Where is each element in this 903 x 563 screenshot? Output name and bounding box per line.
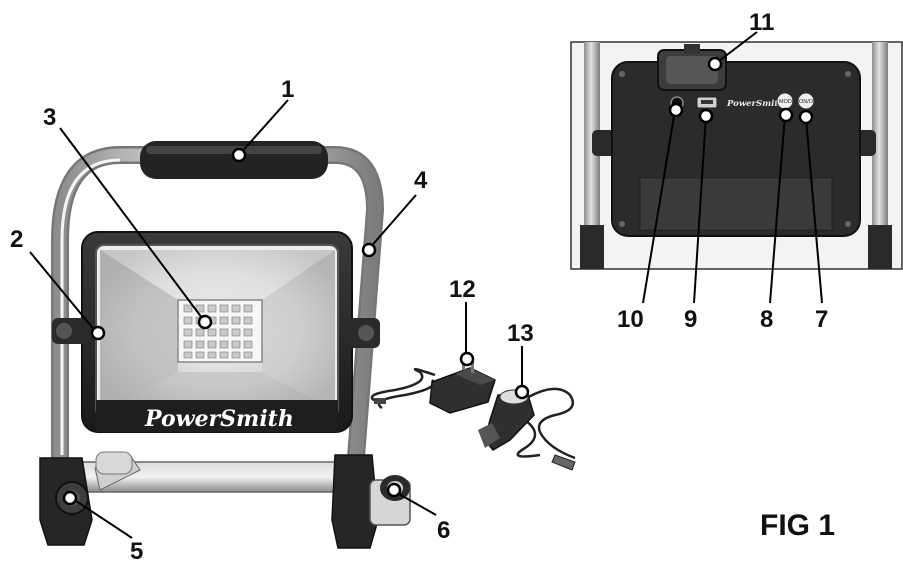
callout-leaders [29, 31, 823, 539]
callout-dots [62, 56, 814, 506]
svg-text:ON/OFF: ON/OFF [799, 99, 820, 105]
led-array [177, 299, 263, 363]
svg-text:MODE: MODE [779, 99, 796, 105]
right-foot [331, 454, 379, 549]
callout-3: 3 [43, 104, 56, 131]
work-light-front-view: PowerSmith [39, 141, 411, 549]
brand-logo-front: PowerSmith [144, 406, 294, 432]
callout-2: 2 [10, 226, 23, 253]
ac-wall-charger [370, 356, 496, 414]
callout-numbers: 1 2 3 4 5 6 7 8 9 10 11 12 13 [10, 9, 828, 563]
callout-13: 13 [507, 320, 534, 347]
callout-5: 5 [130, 538, 143, 563]
callout-4: 4 [414, 167, 428, 194]
power-button [797, 92, 815, 110]
figure-label: FIG 1 [760, 509, 835, 542]
rear-view-inset: PowerSmith MODE ON/OFF [570, 41, 903, 270]
callout-6: 6 [437, 517, 450, 544]
brand-logo-rear: PowerSmith [726, 99, 785, 109]
callout-7: 7 [815, 306, 828, 333]
callout-11: 11 [749, 9, 774, 36]
callout-9: 9 [684, 306, 697, 333]
callout-10: 10 [617, 306, 644, 333]
dc-car-charger [478, 387, 576, 471]
callout-8: 8 [760, 306, 773, 333]
callout-12: 12 [449, 276, 476, 303]
callout-1: 1 [281, 76, 294, 103]
